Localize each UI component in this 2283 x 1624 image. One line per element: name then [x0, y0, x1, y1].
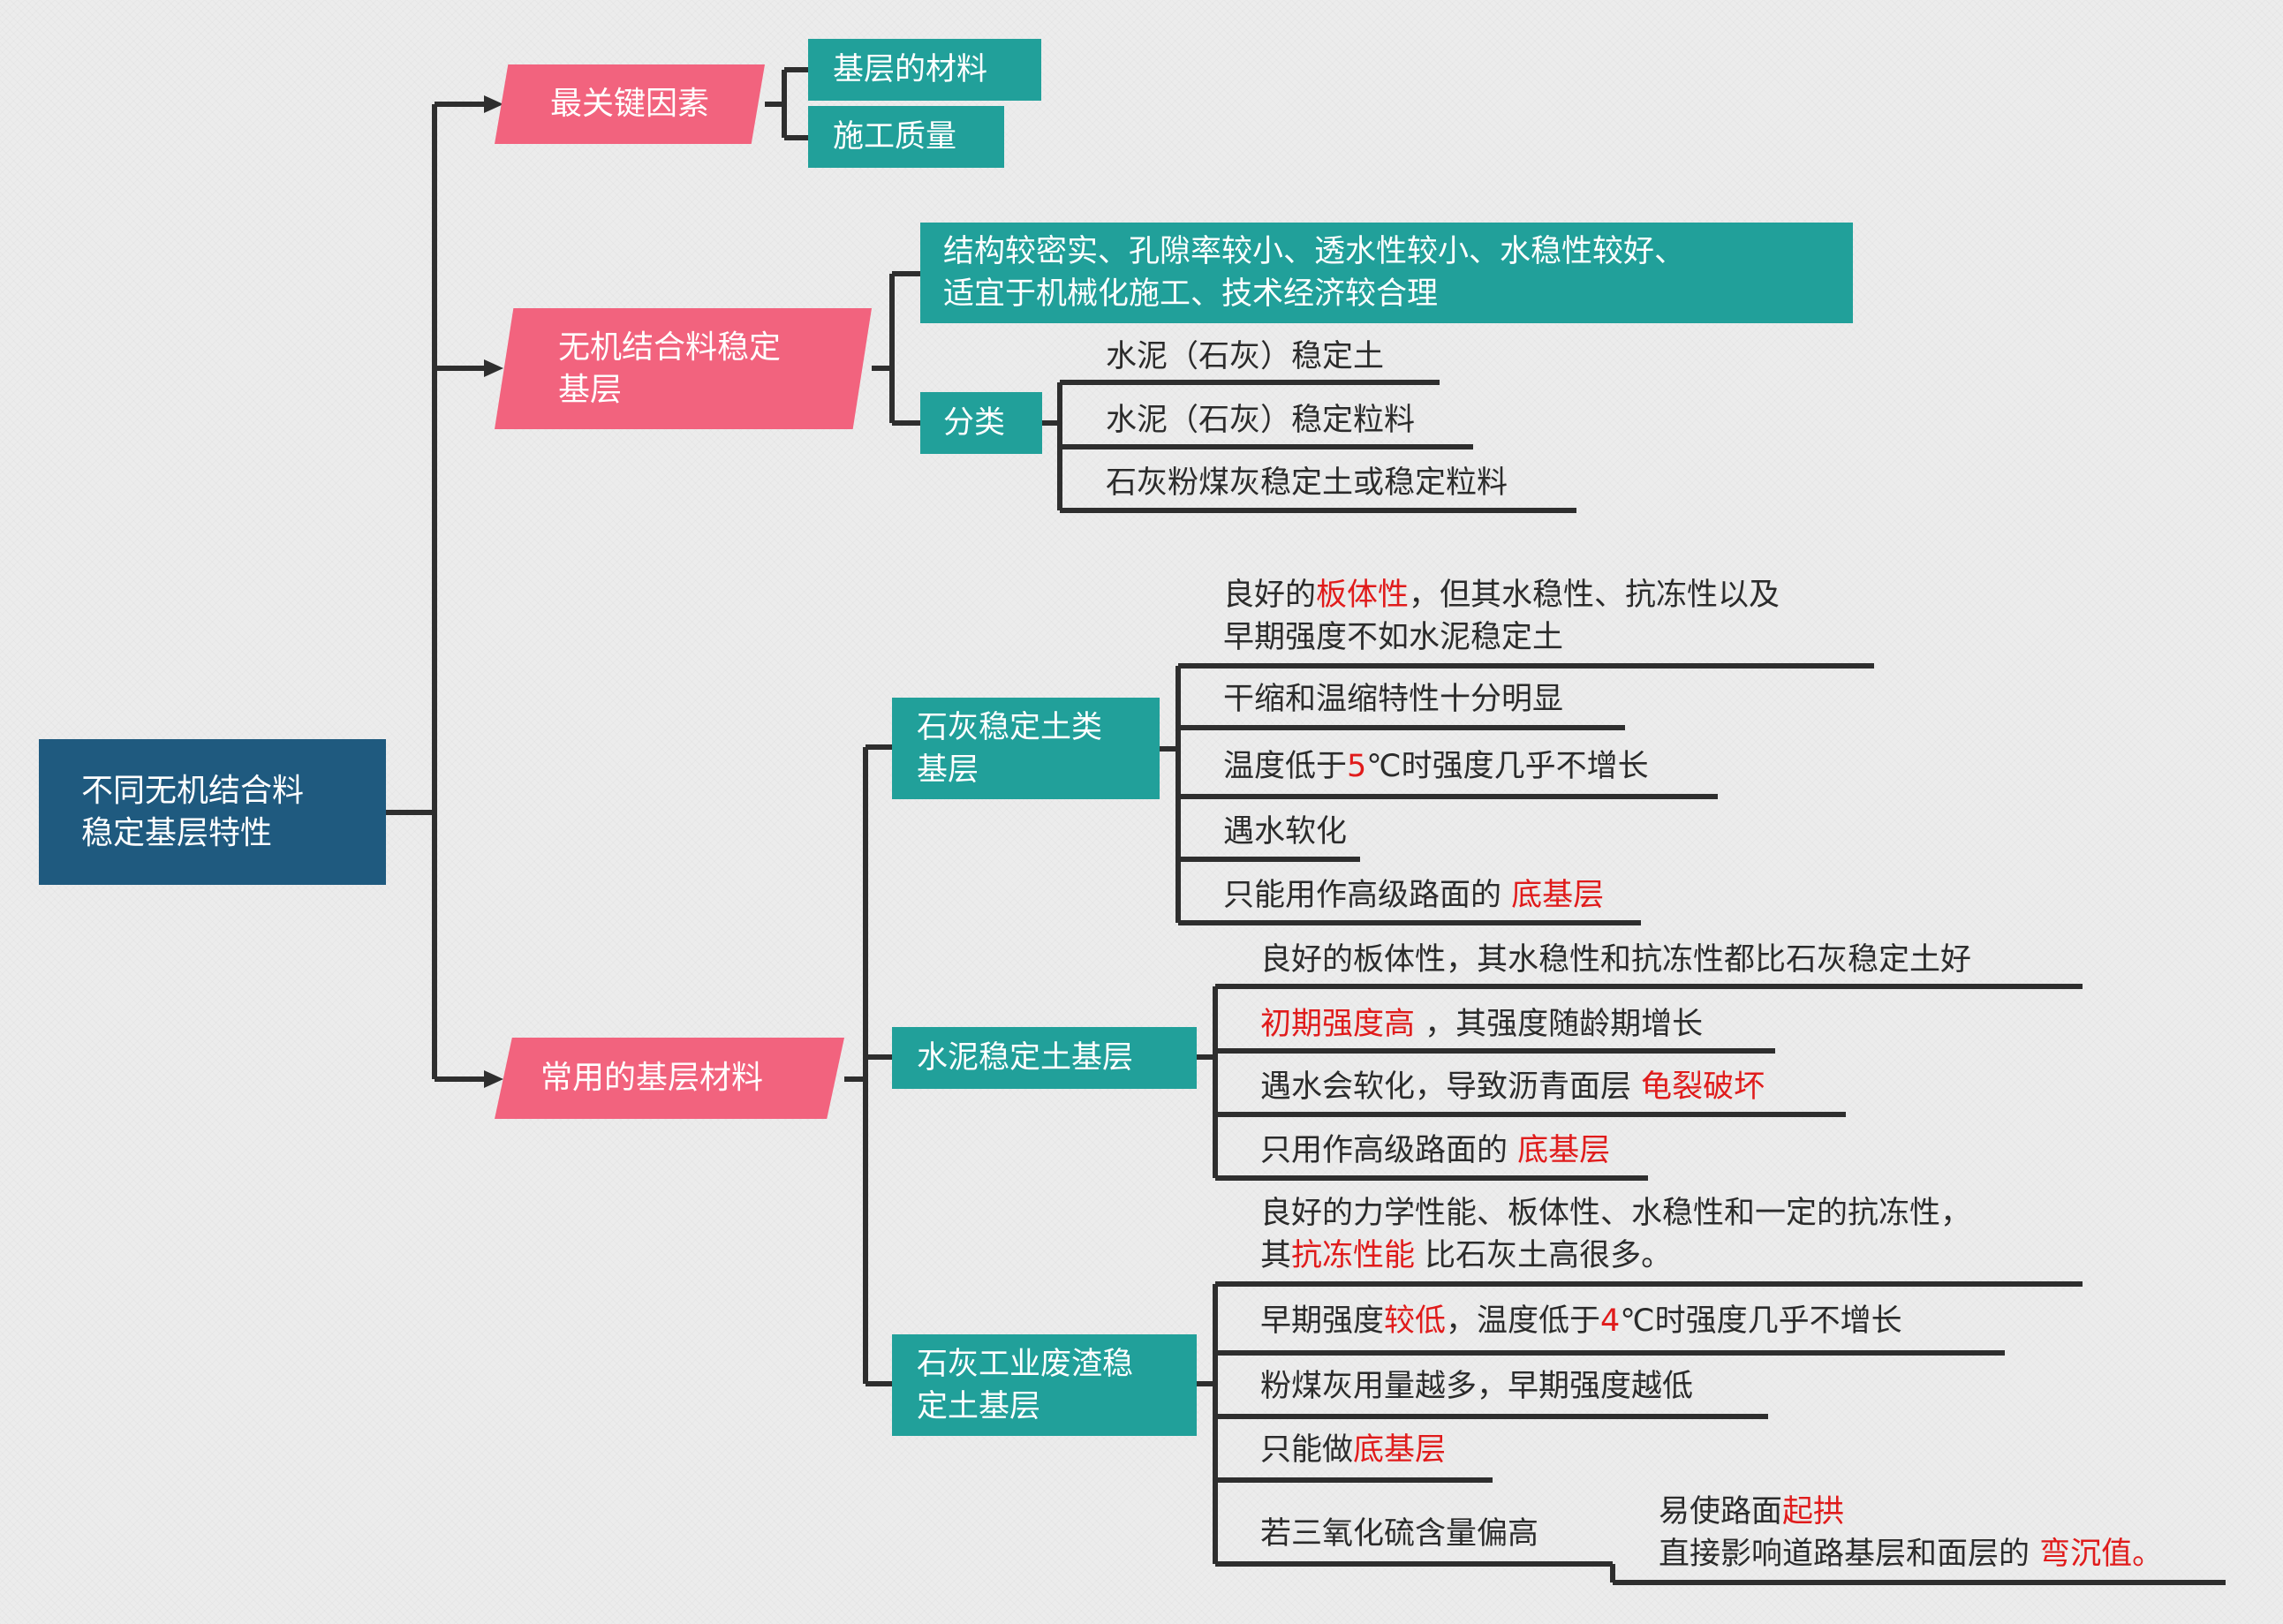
highlight: 起拱	[1782, 1494, 1845, 1530]
highlight: 较低	[1384, 1303, 1447, 1339]
text: 直接影响道路基层和面层的	[1659, 1537, 2040, 1572]
cement-item: 遇水会软化，导致沥青面层 龟裂破坏	[1260, 1066, 1765, 1108]
text: ℃时强度几乎不增长	[1366, 749, 1649, 784]
lime-item: 遇水软化	[1223, 814, 1348, 850]
lime-item: 温度低于5℃时强度几乎不增长	[1223, 745, 1649, 788]
waste-item: 良好的力学性能、板体性、水稳性和一定的抗冻性， 其抗冻性能 比石灰土高很多。	[1260, 1192, 1971, 1277]
waste-item: 只能做底基层	[1260, 1429, 1446, 1471]
waste-subitem: 易使路面起拱 直接影响道路基层和面层的 弯沉值。	[1659, 1491, 2163, 1575]
key-factor-node: 最关键因素	[495, 64, 765, 144]
text: 其	[1260, 1238, 1292, 1273]
highlight: 底基层	[1517, 1133, 1611, 1168]
text: 良好的力学性能、板体性、水稳性和一定的抗冻性，	[1260, 1196, 1972, 1231]
highlight: 底基层	[1353, 1432, 1447, 1468]
arrow-common	[484, 1070, 503, 1088]
classification-item: 水泥（石灰）稳定粒料	[1106, 403, 1416, 438]
text: 温度低于	[1223, 749, 1348, 784]
key-factor-item-label: 基层的材料	[833, 52, 988, 87]
highlight: 4	[1600, 1303, 1621, 1339]
waste-item: 若三氧化硫含量偏高	[1260, 1516, 1539, 1552]
text: 良好的	[1223, 578, 1317, 613]
cement-item: 只用作高级路面的 底基层	[1260, 1129, 1610, 1172]
arrow-key-factor	[484, 95, 503, 113]
waste-item: 粉煤灰用量越多，早期强度越低	[1260, 1369, 1694, 1404]
cement-node: 水泥稳定土基层	[892, 1027, 1197, 1089]
text: 只能用作高级路面的	[1223, 878, 1512, 913]
text: 遇水会软化，导致沥青面层	[1260, 1069, 1642, 1105]
cement-trunk	[1197, 986, 1218, 1178]
key-factor-connector	[765, 67, 808, 140]
cement-item: 初期强度高 ，其强度随龄期增长	[1260, 1003, 1703, 1046]
features-line-1: 结构较密实、孔隙率较小、透水性较小、水稳性较好、	[943, 234, 1686, 269]
text: 早期强度	[1260, 1303, 1385, 1339]
classification-label: 分类	[943, 405, 1006, 441]
lime-item: 良好的板体性，但其水稳性、抗冻性以及 早期强度不如水泥稳定土	[1223, 574, 1780, 659]
features-line-2: 适宜于机械化施工、技术经济较合理	[943, 276, 1439, 312]
highlight: 弯沉值。	[2039, 1537, 2164, 1572]
lime-line-1: 石灰稳定土类	[917, 709, 1103, 745]
highlight: 龟裂破坏	[1641, 1069, 1765, 1105]
text: ，其强度随龄期增长	[1415, 1007, 1704, 1042]
lime-line-2: 基层	[917, 752, 979, 788]
cement-label: 水泥稳定土基层	[917, 1040, 1134, 1076]
waste-node: 石灰工业废渣稳 定土基层	[892, 1334, 1197, 1436]
lime-node: 石灰稳定土类 基层	[892, 698, 1160, 799]
highlight: 板体性	[1316, 578, 1410, 613]
cement-item: 良好的板体性，其水稳性和抗冻性都比石灰稳定土好	[1260, 942, 1972, 978]
waste-underline-5	[1215, 1561, 2226, 1585]
root-node: 不同无机结合料 稳定基层特性	[39, 739, 386, 885]
text: 易使路面	[1659, 1494, 1783, 1530]
arrow-inorganic	[484, 359, 503, 377]
inorganic-features: 结构较密实、孔隙率较小、透水性较小、水稳性较好、 适宜于机械化施工、技术经济较合…	[920, 223, 1853, 323]
key-factor-item-material: 基层的材料	[808, 39, 1041, 101]
text: ，但其水稳性、抗冻性以及	[1409, 578, 1780, 613]
lime-item: 只能用作高级路面的 底基层	[1223, 874, 1604, 917]
text: ℃时强度几乎不增长	[1620, 1303, 1902, 1339]
inorganic-connector	[872, 271, 920, 426]
classification-node: 分类	[920, 392, 1042, 454]
common-label: 常用的基层材料	[540, 1060, 763, 1096]
common-materials-node: 常用的基层材料	[495, 1038, 844, 1119]
classification-trunk	[1042, 382, 1062, 510]
key-factor-item-label: 施工质量	[833, 119, 957, 155]
waste-line-1: 石灰工业废渣稳	[917, 1346, 1134, 1382]
lime-item: 干缩和温缩特性十分明显	[1223, 682, 1564, 717]
text: ，温度低于	[1446, 1303, 1601, 1339]
root-line-2: 稳定基层特性	[81, 814, 273, 851]
classification-item: 水泥（石灰）稳定土	[1106, 339, 1385, 374]
inorganic-line-2: 基层	[558, 371, 623, 408]
key-factor-label: 最关键因素	[549, 86, 709, 122]
root-line-1: 不同无机结合料	[81, 772, 305, 809]
waste-line-2: 定土基层	[917, 1388, 1041, 1424]
highlight: 底基层	[1511, 878, 1605, 913]
highlight: 抗冻性能	[1291, 1238, 1416, 1273]
classification-item: 石灰粉煤灰稳定土或稳定粒料	[1106, 465, 1508, 501]
highlight: 5	[1347, 749, 1367, 784]
waste-item: 早期强度较低，温度低于4℃时强度几乎不增长	[1260, 1300, 1902, 1342]
highlight: 初期强度高	[1260, 1007, 1416, 1042]
waste-trunk	[1197, 1284, 1218, 1564]
inorganic-node: 无机结合料稳定 基层	[495, 308, 872, 429]
common-connector	[844, 744, 892, 1386]
text: 只用作高级路面的	[1260, 1133, 1518, 1168]
lime-trunk	[1160, 666, 1181, 923]
inorganic-line-1: 无机结合料稳定	[558, 329, 782, 366]
key-factor-item-quality: 施工质量	[808, 106, 1004, 168]
text: 早期强度不如水泥稳定土	[1223, 620, 1564, 655]
text: 只能做	[1260, 1432, 1354, 1468]
text: 比石灰土高很多。	[1415, 1238, 1673, 1273]
